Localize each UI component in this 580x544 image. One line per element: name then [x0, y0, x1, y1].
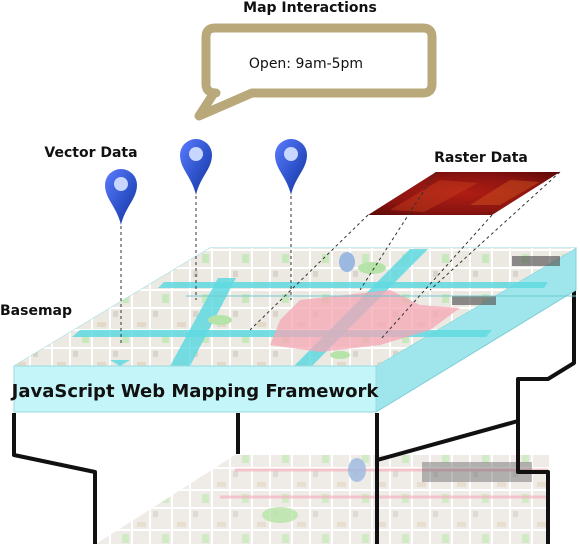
lower-basemap-layer: [96, 455, 550, 544]
diagram-title: Map Interactions: [243, 0, 377, 16]
popup-bubble: Open: 9am-5pm: [194, 23, 437, 121]
framework-slab: JavaScript Web Mapping Framework: [10, 247, 577, 413]
map-pin-icon: [180, 139, 212, 195]
raster-data-tile: [368, 172, 560, 215]
map-pin-icon: [275, 139, 307, 195]
map-pin-icon: [105, 169, 137, 225]
label-raster-data: Raster Data: [434, 150, 528, 166]
label-basemap: Basemap: [0, 303, 72, 319]
projection-lines: [120, 171, 561, 345]
label-vector-data: Vector Data: [44, 145, 137, 161]
framework-support-outline: [12, 285, 576, 544]
popup-text: Open: 9am-5pm: [249, 56, 363, 72]
framework-label: JavaScript Web Mapping Framework: [10, 381, 380, 402]
